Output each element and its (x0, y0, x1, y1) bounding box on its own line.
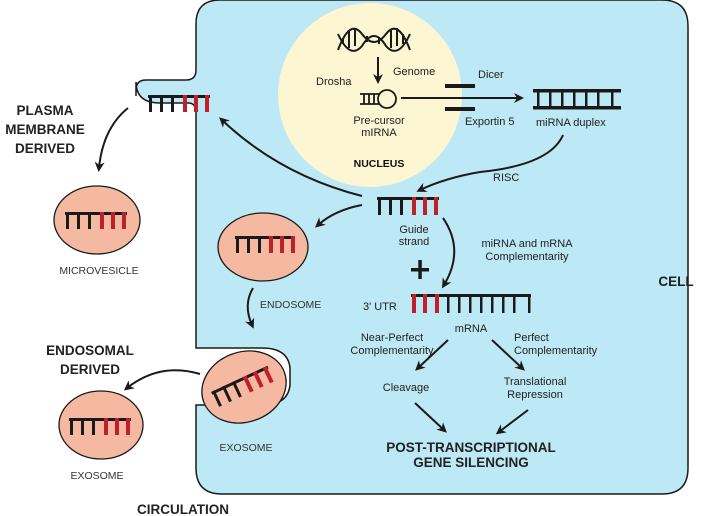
translational-label-1: Translational (504, 376, 567, 388)
guide-strand-icon (377, 197, 439, 215)
silencing-label-1: POST-TRANSCRIPTIONAL (386, 440, 556, 455)
plus-icon (411, 260, 429, 279)
mrna-to-cleavage-arrow (415, 339, 449, 371)
plasma-label-1: PLASMA (17, 103, 74, 118)
endosome-vesicle (217, 212, 309, 282)
microvesicle-strand-icon (65, 212, 127, 229)
outer-exosome-vesicle (58, 390, 144, 460)
duplex-label: miRNA duplex (536, 117, 606, 129)
guide-to-mrna-arrow (441, 217, 456, 289)
genome-dna-icon (337, 27, 411, 52)
endosomal-label-2: DERIVED (60, 362, 120, 377)
endosome-to-exosome-arrow (244, 287, 255, 329)
cleavage-label: Cleavage (383, 382, 429, 394)
complementarity-label-1: miRNA and mRNA (481, 238, 573, 250)
microvesicle (53, 185, 141, 255)
duplex-to-guide-arrow (416, 134, 564, 192)
inner-exosome-label: EXOSOME (219, 442, 272, 454)
utr-label: 3' UTR (363, 301, 397, 313)
microvesicle-label: MICROVESICLE (59, 265, 138, 277)
guide-label-1: Guide (399, 224, 428, 236)
inner-exosome-strand-icon (211, 365, 274, 407)
endosomal-label-1: ENDOSOMAL (46, 343, 134, 358)
repression-to-silencing-arrow (495, 409, 529, 435)
precursor-mirna-hairpin-icon (360, 89, 397, 109)
risc-label: RISC (493, 172, 519, 184)
translational-label-2: Repression (507, 389, 563, 401)
circulation-label: CIRCULATION (137, 502, 229, 516)
cell-membrane (135, 0, 689, 495)
mrna-label: mRNA (455, 323, 488, 335)
exosome-release-arrow (123, 369, 201, 391)
guide-label-2: strand (399, 236, 430, 248)
near-perfect-label-2: Complementarity (350, 345, 434, 357)
outer-exosome-label: EXOSOME (70, 470, 123, 482)
mirna-duplex-icon (533, 89, 621, 110)
guide-to-endosome-arrow (314, 204, 363, 228)
genome-label: Genome (393, 66, 435, 78)
mrna-strand-icon (411, 294, 531, 313)
outer-exosome-strand-icon (69, 418, 131, 435)
cell-label: CELL (658, 274, 693, 289)
dicer-bar (445, 84, 475, 88)
cleavage-to-silencing-arrow (414, 402, 447, 433)
nucleus (278, 3, 462, 187)
drosha-label: Drosha (316, 76, 352, 88)
plasma-label-2: MEMBRANE (5, 122, 85, 137)
endosome-strand-icon (235, 236, 295, 253)
membrane-strand-icon (148, 95, 210, 112)
membrane-to-microvesicle-arrow (94, 107, 129, 172)
dicer-label: Dicer (478, 69, 504, 81)
precursor-label-2: mIRNA (361, 127, 397, 139)
perfect-label-1: Perfect (514, 332, 549, 344)
near-perfect-label-1: Near-Perfect (361, 332, 423, 344)
mrna-to-repression-arrow (491, 339, 525, 371)
silencing-label-2: GENE SILENCING (413, 455, 529, 470)
endosome-label: ENDOSOME (260, 299, 321, 311)
precursor-label-1: Pre-cursor (353, 115, 405, 127)
perfect-label-2: Complementarity (514, 345, 598, 357)
guide-to-membrane-arrow (219, 117, 363, 197)
exportin-label: Exportin 5 (465, 116, 515, 128)
exportin-bar (445, 107, 475, 111)
complementarity-label-2: Complementarity (485, 251, 569, 263)
nucleus-label: NUCLEUS (354, 158, 405, 170)
plasma-label-3: DERIVED (15, 141, 75, 156)
